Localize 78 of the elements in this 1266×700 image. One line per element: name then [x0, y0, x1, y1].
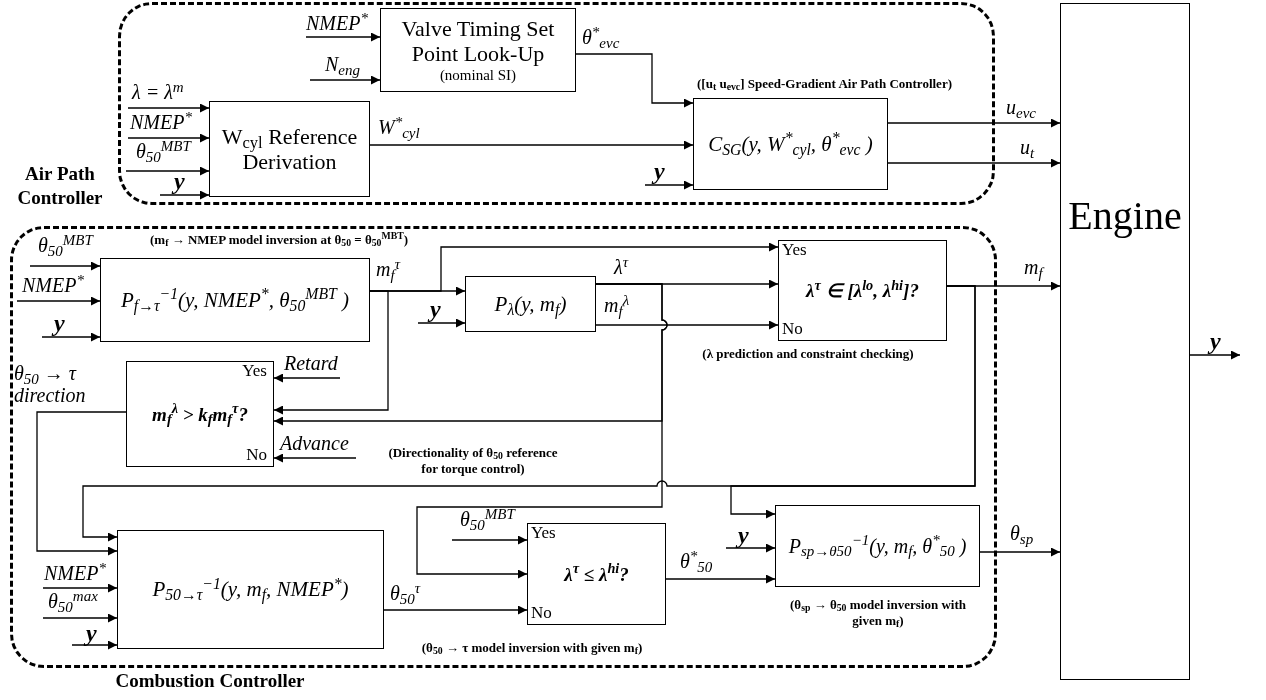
edge-label: NMEP$^{*}$	[306, 12, 368, 34]
signal-arrow	[159, 190, 210, 200]
signal-arrow	[451, 535, 528, 545]
block-label: C$_{SG}$(y, W$^{*}$$_{cyl}$, θ$^{*}$$_{evc}$ )	[707, 131, 874, 157]
signal-arrow	[417, 318, 466, 328]
signal-arrow	[127, 103, 210, 113]
signal-arrow	[369, 140, 694, 150]
signal-arrow	[305, 32, 381, 42]
block-label: Engine	[1067, 196, 1183, 236]
group-title: Air Path Controller	[16, 162, 104, 210]
signal-arrow	[127, 133, 210, 143]
signal-arrow	[979, 547, 1061, 557]
edge-label: NMEP$^{*}$	[44, 562, 106, 584]
signal-arrow	[887, 158, 1061, 168]
condition-text: λ$^{τ}$ ∈ [λ$^{lo}$, λ$^{hi}$]?	[806, 281, 919, 300]
edge-label: NMEP$^{*}$	[130, 111, 192, 133]
block-label: P$_{λ}$(y, m$_{f}$)	[493, 291, 568, 317]
signal-arrow	[1189, 350, 1241, 360]
signal-arrow	[273, 290, 389, 415]
edge-label: u$_{t}$	[1020, 136, 1035, 158]
signal-arrow	[42, 613, 118, 623]
block-label: Valve Timing Set Point Look-Up	[400, 15, 556, 67]
block-caption: (m$_{f}$ → NMEP model inversion at θ$_{50}$ = θ$_{50}$$^{MBT}$)	[148, 232, 410, 248]
edge-label: u$_{evc}$	[1006, 96, 1036, 118]
group-title: Combustion Controller	[114, 669, 306, 693]
signal-arrow	[730, 285, 976, 519]
annotation-note: (θ$_{50}$ → τ model inversion with given m$_{f}$)	[420, 640, 644, 656]
condition-text: λ$^{τ}$ ≤ λ$^{hi}$?	[564, 564, 629, 584]
signal-arrow	[383, 605, 528, 615]
process-block	[693, 98, 888, 190]
process-block	[775, 505, 980, 587]
block-label: P$_{sp→θ50}$$^{−1}$(y, m$_{f}$, θ$^{*}$$_{50}$ )	[787, 534, 968, 558]
signal-arrow	[725, 543, 776, 553]
signal-arrow	[595, 320, 779, 330]
block-caption: (θ$_{sp}$ → θ$_{50}$ model inversion with given m$_{f}$)	[789, 597, 967, 629]
branch-label: Yes	[531, 524, 556, 543]
branch-label: Yes	[782, 241, 807, 260]
signal-arrow	[16, 296, 101, 306]
annotation-note: (Directionality of θ$_{50}$ reference for torque control)	[387, 445, 559, 477]
edge-label: θ$_{50}$ → τ direction	[14, 362, 87, 406]
signal-arrow	[41, 332, 101, 342]
branch-label: No	[246, 446, 267, 465]
process-block	[465, 276, 596, 332]
edge-label: λ = λ$^{m}$	[132, 81, 184, 103]
decision-block	[126, 361, 274, 467]
process-block	[209, 101, 370, 197]
signal-arrow	[575, 53, 694, 108]
plant-block	[1060, 3, 1190, 680]
block-caption: (λ prediction and constraint checking)	[701, 346, 915, 362]
decision-block	[527, 523, 666, 625]
signal-arrow	[42, 583, 118, 593]
signal-arrow	[125, 166, 210, 176]
block-label: P$_{50→τ}$$^{−1}$(y, m$_{f}$, NMEP$^{*}$)	[151, 577, 350, 602]
edge-label: Retard	[284, 352, 338, 374]
signal-arrow	[71, 640, 118, 650]
process-block	[100, 258, 370, 342]
branch-label: No	[782, 320, 803, 339]
signal-arrow	[665, 574, 776, 584]
block-label: W$_{cyl}$ Reference Derivation	[220, 123, 359, 175]
process-block	[117, 530, 384, 649]
branch-label: No	[531, 604, 552, 623]
signal-arrow	[273, 453, 357, 463]
branch-label: Yes	[242, 362, 267, 381]
block-caption: ([u$_{t}$ u$_{evc}$] Speed-Gradient Air Path Controller)	[696, 76, 953, 92]
edge-label: NMEP$^{*}$	[22, 274, 84, 296]
signal-arrow	[309, 75, 381, 85]
process-block	[380, 8, 576, 92]
decision-block	[778, 240, 947, 341]
block-label: P$_{f→τ}$$^{−1}$(y, NMEP$^{*}$, θ$_{50}$$^{MBT}$ )	[119, 287, 351, 313]
edge-label: Advance	[280, 432, 349, 454]
block-note: (nominal SI)	[438, 66, 518, 85]
signal-arrow	[887, 118, 1061, 128]
signal-arrow	[273, 373, 341, 383]
signal-arrow	[29, 261, 101, 271]
signal-arrow	[416, 283, 668, 579]
signal-arrow	[36, 411, 127, 556]
signal-arrow	[644, 180, 694, 190]
edge-label: λ$^{τ}$	[614, 256, 629, 278]
